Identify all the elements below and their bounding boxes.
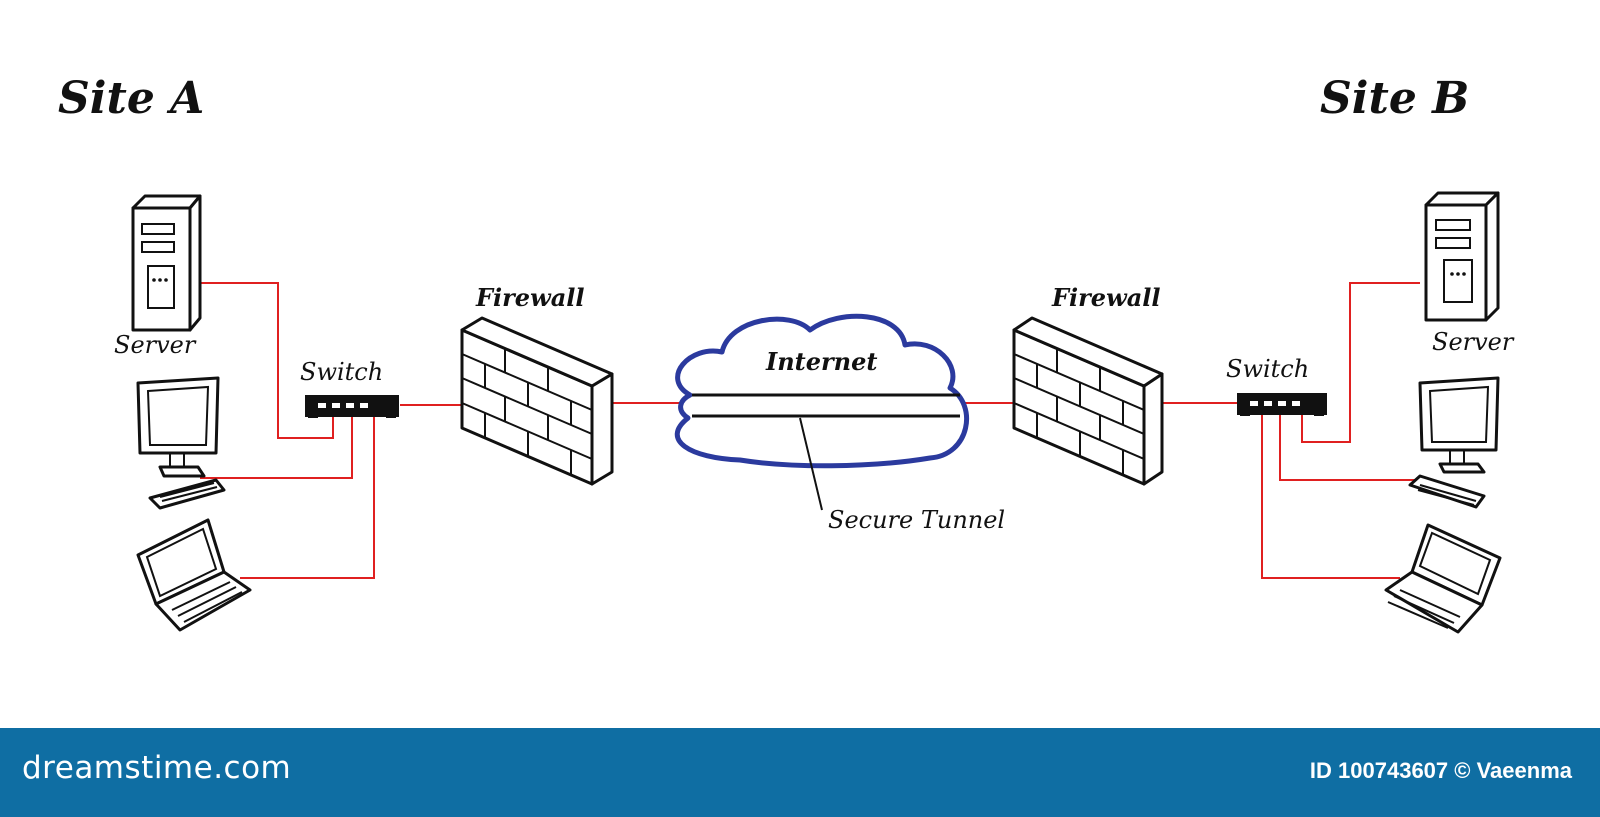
footer-image-id: ID 100743607 © Vaeenma (1309, 758, 1572, 783)
wire-laptop-b (1261, 415, 1400, 579)
footer-bar: dreamstime.com ID 100743607 © Vaeenma (0, 728, 1600, 817)
laptop-icon (136, 518, 252, 632)
keyboard-icon (1408, 474, 1486, 509)
internet-label: Internet (765, 347, 877, 376)
monitor-icon (136, 376, 220, 478)
site-b-switch-label: Switch (1226, 355, 1309, 383)
firewall-icon (460, 316, 614, 486)
connection-wires (200, 282, 1420, 579)
keyboard-icon (148, 478, 226, 510)
wire-server-a (200, 282, 334, 439)
site-a-switch-label: Switch (300, 358, 383, 386)
wire-desktop-b (1279, 415, 1420, 481)
site-a-server-label: Server (114, 331, 197, 359)
server-icon (1424, 191, 1500, 322)
network-diagram: Site A Site B Server (58, 73, 1515, 634)
secure-tunnel (692, 393, 960, 511)
site-a-firewall-label: Firewall (475, 283, 585, 312)
wire-laptop-a (240, 412, 375, 579)
switch-icon (305, 395, 399, 418)
wire-server-b (1301, 282, 1420, 443)
cloud-icon (674, 313, 970, 469)
footer-logo[interactable]: dreamstime.com (22, 750, 291, 786)
secure-tunnel-label: Secure Tunnel (828, 506, 1005, 534)
firewall-icon (1012, 316, 1164, 486)
server-icon (131, 194, 202, 332)
footer-logo-text: dreamstime.com (22, 750, 292, 786)
switch-icon (1237, 393, 1327, 416)
site-a-title: Site A (58, 73, 204, 124)
site-b-server-label: Server (1432, 328, 1515, 356)
site-b-firewall-label: Firewall (1051, 283, 1161, 312)
laptop-icon (1384, 523, 1502, 634)
wire-desktop-a (200, 412, 353, 479)
site-b-title: Site B (1320, 73, 1469, 124)
monitor-icon (1418, 376, 1500, 474)
